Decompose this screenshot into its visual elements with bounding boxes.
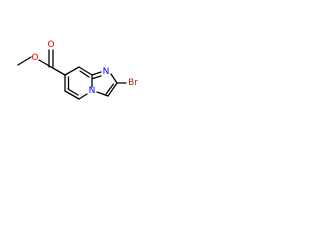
bond-c7-c8 [64, 66, 80, 76]
bond-c5-c6 [64, 90, 80, 100]
molecule-structure: O O N N Br [0, 0, 152, 152]
bond-c8-c8a-inner [79, 70, 90, 78]
atom-br: Br [128, 78, 138, 88]
bond-c8-c8a [78, 66, 93, 76]
bond-c8a-n1-double [92, 75, 102, 80]
atom-n-imine: N [103, 67, 110, 77]
atom-o-carbonyl: O [47, 40, 54, 50]
atom-o-ester: O [31, 53, 38, 63]
bond-c2-c3 [107, 82, 118, 97]
bond-methyl-o [17, 56, 32, 66]
structure-drawing: O O N N Br [17, 40, 138, 100]
atom-n-bridge: N [89, 86, 96, 96]
bond-c8a-n1 [91, 71, 102, 76]
bond-c3-n4 [96, 91, 109, 97]
bond-n1-c2 [110, 73, 118, 84]
bond-carbonylc-ring [50, 66, 66, 76]
bond-n4-c5 [78, 93, 88, 100]
bond-c2-c3-inner [105, 83, 115, 95]
bond-c5-c6-inner [67, 88, 79, 96]
